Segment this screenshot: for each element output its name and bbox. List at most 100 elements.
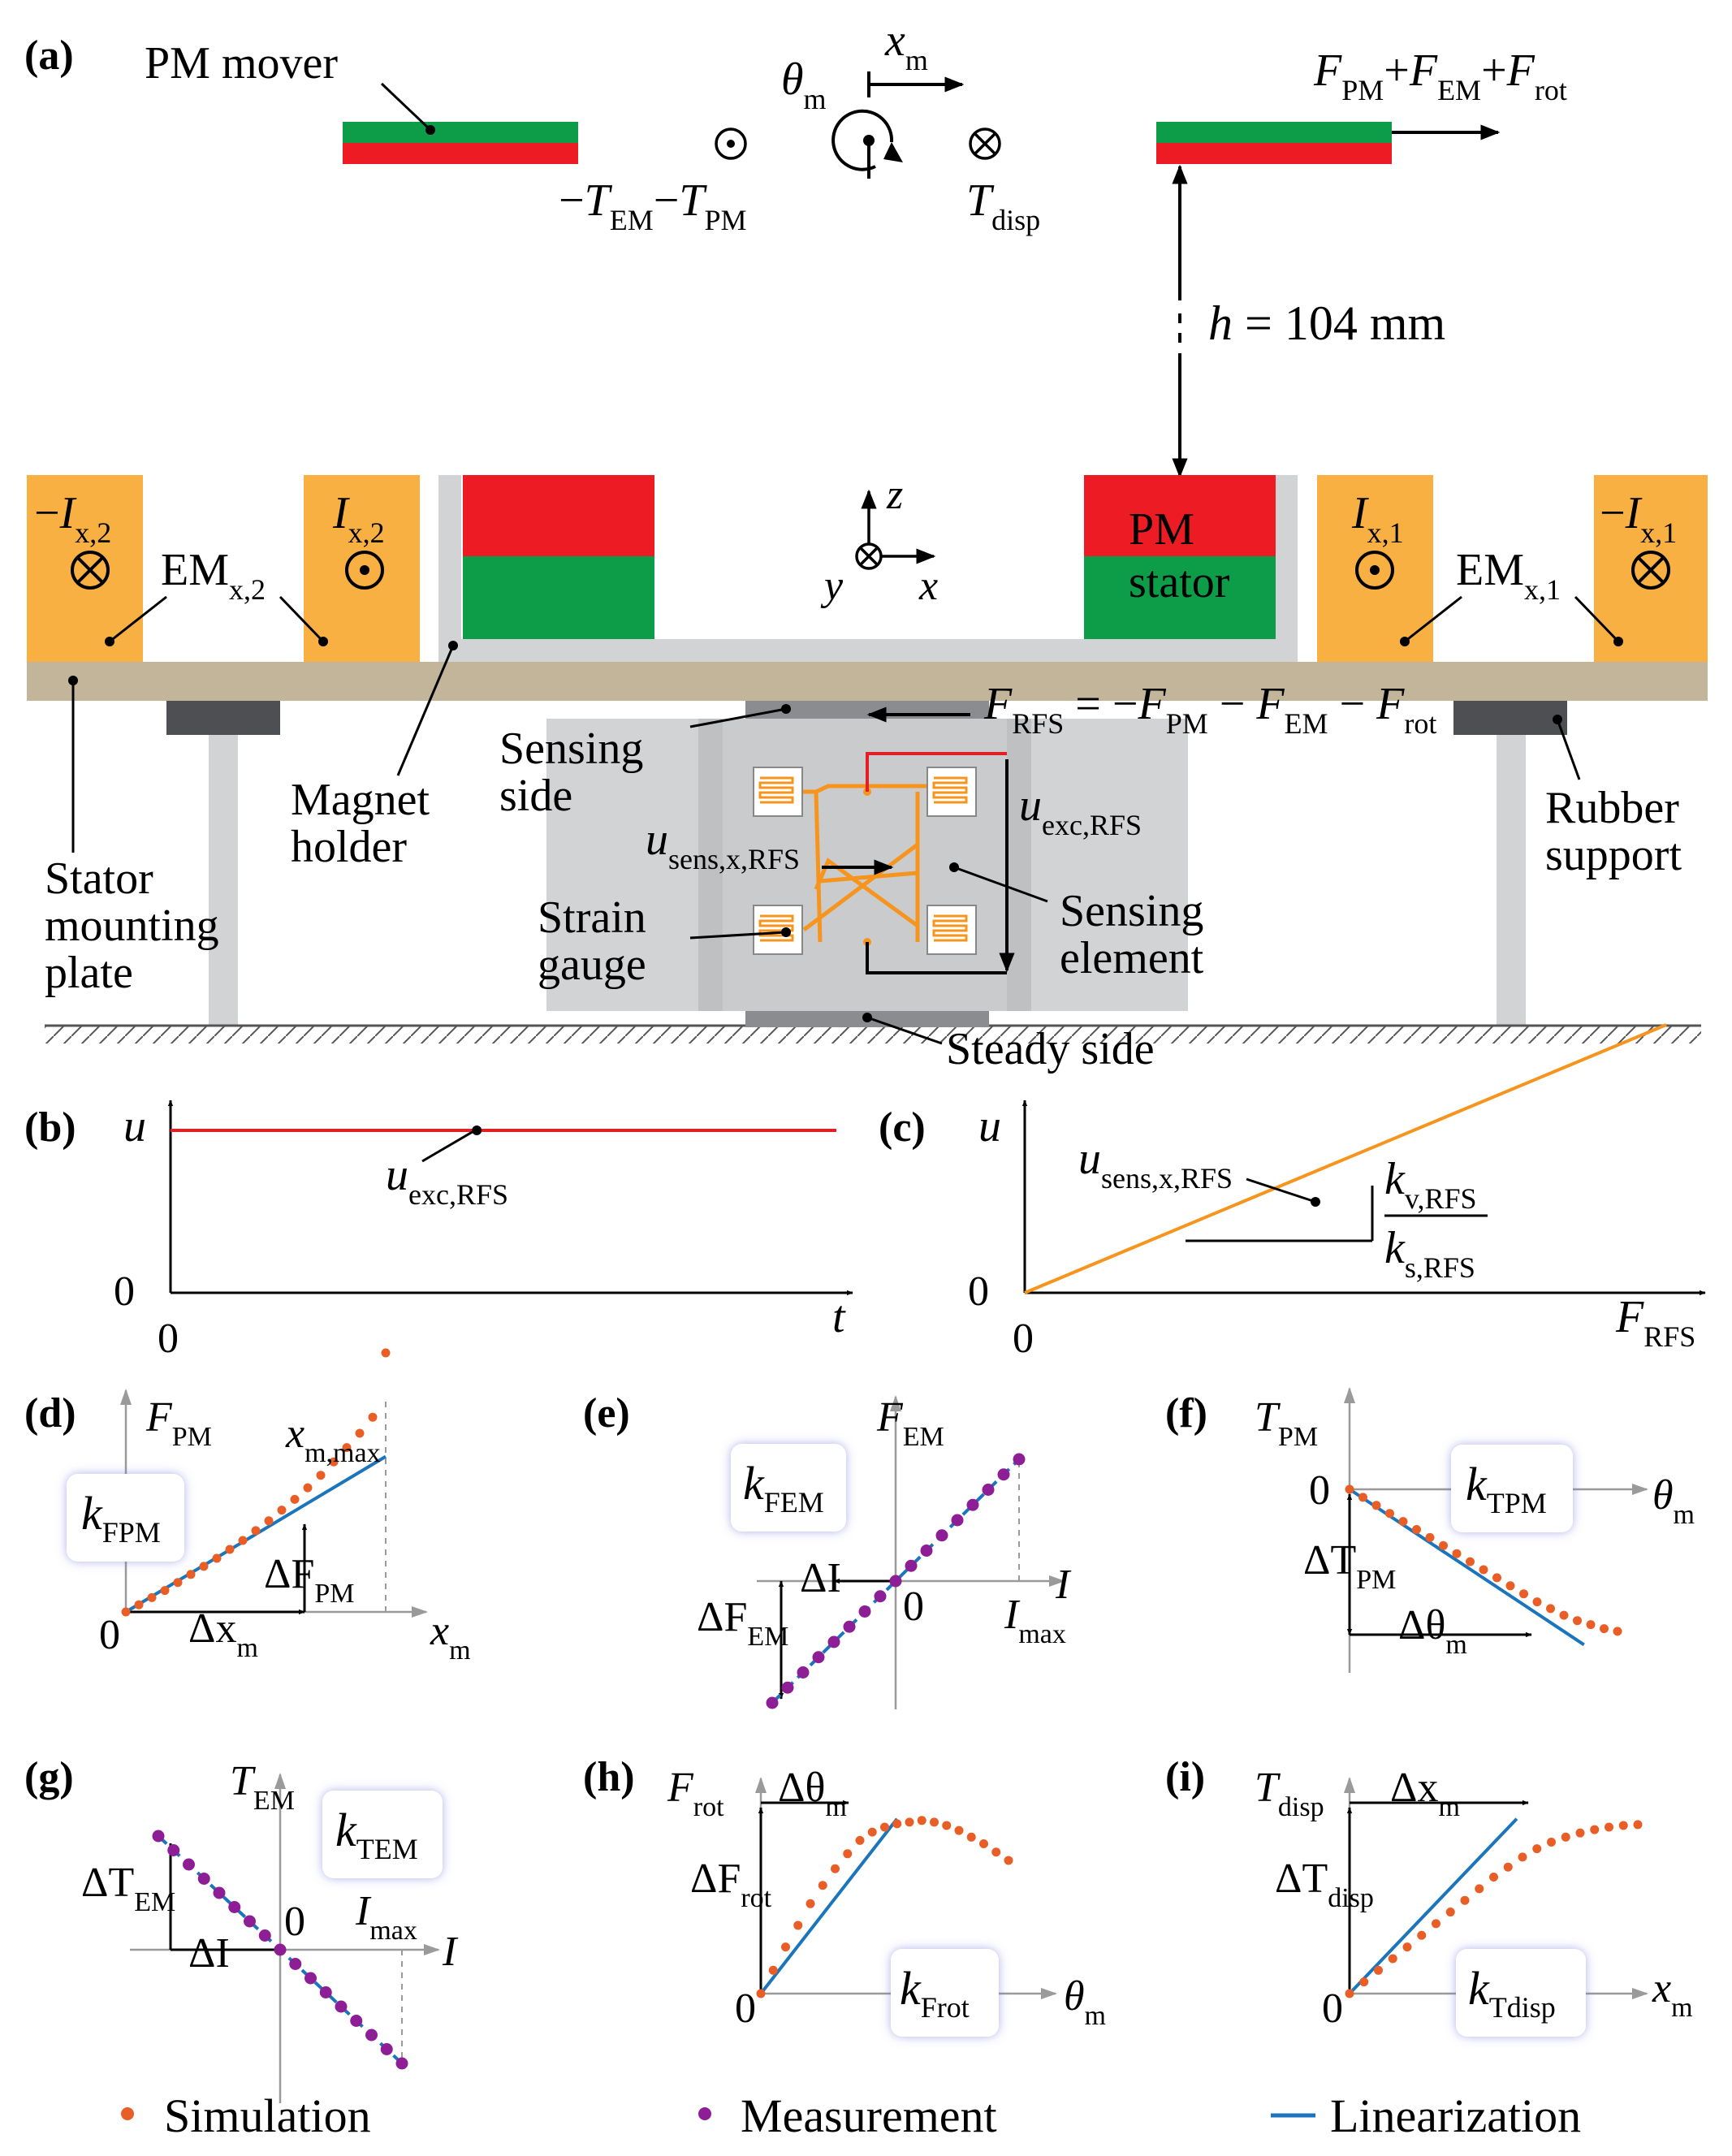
legend-simulation: Simulation <box>164 2089 371 2142</box>
measurement-point <box>183 1858 195 1871</box>
simulation-point <box>251 1526 261 1536</box>
panel-label-a: (a) <box>24 32 74 79</box>
simulation-point <box>867 1827 877 1837</box>
pm-mover-right <box>1156 122 1392 164</box>
tdisp-label: Tdisp <box>966 175 1040 236</box>
simulation-point <box>1518 1852 1527 1862</box>
legend-marker-simulation <box>121 2107 134 2120</box>
panel-b: (b) u t 0 0 uexc,RFS <box>24 1100 853 1362</box>
support-pillar-left <box>209 701 238 1026</box>
measurement-point <box>812 1651 825 1664</box>
measurement-point <box>1013 1453 1026 1466</box>
measurement-point <box>797 1666 810 1679</box>
strain-gauge <box>753 767 977 955</box>
linearization-line <box>771 1458 1021 1704</box>
zero-y: 0 <box>968 1268 989 1315</box>
measurement-point <box>905 1559 918 1572</box>
measurement-points <box>766 1453 1026 1709</box>
simulation-point <box>1460 1895 1470 1905</box>
simulation-point <box>1345 1989 1354 1998</box>
axis-label-frfs: FRFS <box>1615 1292 1695 1353</box>
rubber-support-label-2: support <box>1545 830 1682 880</box>
em-left-label: EMx,2 <box>161 545 266 606</box>
svg-text:kFPM: kFPM <box>81 1487 161 1549</box>
panel-h: (h) Frot θm 0 ΔFrot Δθm kFrot <box>583 1754 1106 2037</box>
simulation-point <box>1402 1942 1412 1952</box>
simulation-point <box>1559 1610 1569 1620</box>
dtheta-label: Δθm <box>778 1765 847 1822</box>
torque-in-symbol <box>969 127 1001 160</box>
dx-label: Δxm <box>1390 1765 1460 1822</box>
pm-mover-leader <box>380 82 432 132</box>
ks-label: ks,RFS <box>1384 1223 1475 1284</box>
dF-label: ΔFPM <box>264 1551 355 1609</box>
pm-stator-label-1: PM <box>1129 504 1194 555</box>
measurement-point <box>858 1605 871 1618</box>
simulation-point <box>1546 1604 1555 1614</box>
simulation-point <box>1505 1581 1515 1591</box>
ground-hatch <box>45 1026 1701 1043</box>
simulation-point <box>1613 1627 1622 1636</box>
x-label: xm <box>1652 1965 1693 2023</box>
dF-label: ΔFrot <box>690 1856 772 1913</box>
y-label: Tdisp <box>1255 1765 1324 1822</box>
zero-label: 0 <box>735 1985 756 2032</box>
xm-label: xm <box>884 15 928 76</box>
magnet-holder <box>438 475 1298 662</box>
simulation-point <box>1575 1828 1585 1838</box>
zero-label: 0 <box>284 1899 305 1945</box>
simulation-point <box>1359 1977 1369 1987</box>
zero-label: 0 <box>1322 1985 1343 2032</box>
x-label: xm <box>430 1608 471 1666</box>
stator-plate-label-3: plate <box>45 948 133 998</box>
simulation-point <box>1345 1484 1354 1494</box>
simulation-point <box>1374 1965 1383 1975</box>
simulation-point <box>1439 1540 1448 1550</box>
simulation-point <box>1590 1825 1600 1834</box>
linearization-line <box>1348 1817 1518 1995</box>
measurement-point <box>843 1620 856 1633</box>
measurement-point <box>874 1590 887 1603</box>
simulation-point <box>831 1864 840 1873</box>
measurement-point <box>951 1514 964 1527</box>
simulation-point <box>1466 1557 1475 1566</box>
measurement-point <box>966 1498 979 1511</box>
simulation-point <box>1492 1573 1501 1583</box>
legend: Simulation Measurement Linearization <box>121 2089 1581 2142</box>
axis-label-u: u <box>978 1101 1001 1151</box>
zero-label: 0 <box>903 1584 924 1630</box>
zero-label: 0 <box>1309 1467 1330 1514</box>
x-label: θm <box>1064 1973 1106 2031</box>
simulation-point <box>381 1348 391 1358</box>
measurement-point <box>197 1873 210 1885</box>
simulation-points <box>756 1816 1013 1998</box>
sensing-element-label-2: element <box>1060 933 1204 983</box>
simulation-point <box>1519 1589 1528 1599</box>
simulation-point <box>1503 1862 1513 1872</box>
sensing-element-label-1: Sensing <box>1060 886 1203 936</box>
svg-text:kTEM: kTEM <box>335 1804 418 1865</box>
x-label: I <box>1055 1562 1072 1608</box>
simulation-point <box>329 1457 339 1467</box>
sensing-side-label-1: Sensing <box>499 724 643 774</box>
measurement-point <box>228 1901 241 1913</box>
excitation-wire <box>866 752 1007 792</box>
simulation-point <box>1605 1822 1613 1832</box>
y-label: FEM <box>876 1394 944 1452</box>
dx-label: Δxm <box>188 1605 258 1663</box>
strain-gauge-circuit <box>800 784 930 943</box>
panel-label-g: (g) <box>24 1754 74 1800</box>
stator-plate-label-1: Stator <box>45 853 153 904</box>
simulation-point <box>843 1849 853 1859</box>
current-right-outer: −Ix,1 <box>1600 488 1677 549</box>
linearization-segment <box>759 1817 899 1995</box>
simulation-point <box>1398 1517 1408 1527</box>
svg-text:kFrot: kFrot <box>900 1962 970 2024</box>
measurement-point <box>152 1830 165 1843</box>
xmax-label: xm,max <box>285 1411 381 1468</box>
pm-mover-label: PM mover <box>145 38 338 89</box>
simulation-point <box>1452 1549 1462 1558</box>
panel-g: (g) TEM I 0 Imax ΔTEM ΔI kTEM <box>24 1754 459 2103</box>
sensing-side-label-2: side <box>499 771 572 821</box>
